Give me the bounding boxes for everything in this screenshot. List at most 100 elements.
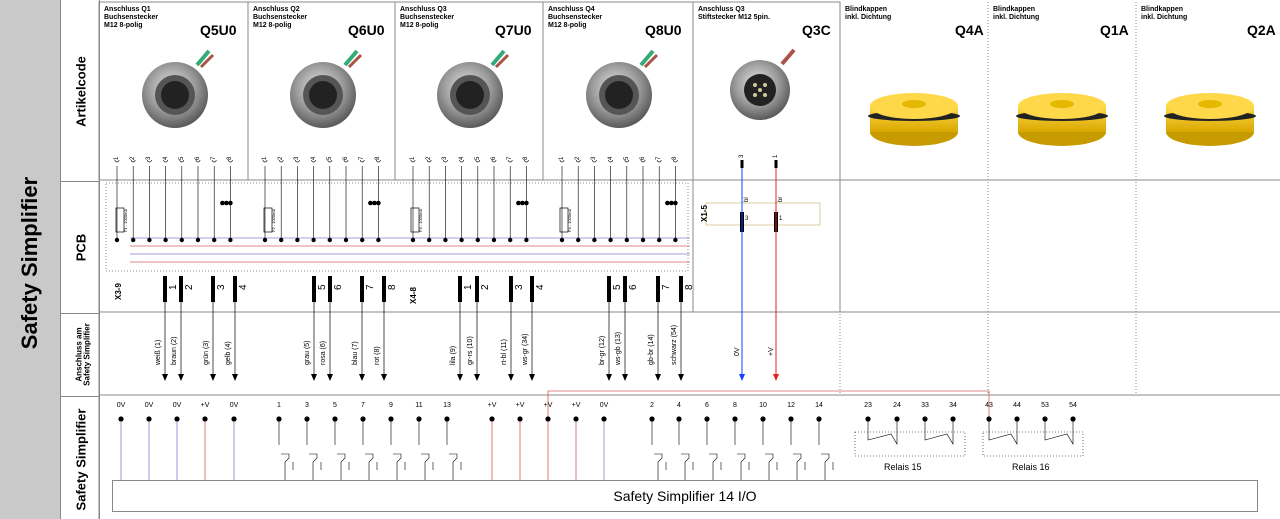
pcb-node <box>179 237 184 243</box>
pin-contact <box>491 159 497 163</box>
terminal-post <box>211 276 215 302</box>
terminal-post <box>458 276 462 302</box>
wire-arrow <box>655 374 661 381</box>
ss-terminal-label: 53 <box>1041 402 1049 409</box>
terminal-label: 2 <box>480 284 491 290</box>
pin-contact <box>343 159 349 163</box>
ss-terminal-label: 14 <box>815 402 823 409</box>
plug-q3c <box>730 48 796 120</box>
relay-15-box <box>854 431 966 457</box>
ss-terminal-label: 4 <box>677 402 681 409</box>
ss-terminal-dot <box>416 416 422 422</box>
terminal-label: 3 <box>514 284 525 290</box>
fuse-symbol <box>410 207 420 233</box>
pcb-node <box>279 237 284 243</box>
wire-color-label: grau (5) <box>304 340 311 365</box>
pcb-node <box>410 237 416 243</box>
pin-label: 8 <box>672 156 679 160</box>
pin-contact <box>459 159 464 163</box>
ss-terminal-label: 11 <box>415 402 423 409</box>
pin-label: 5 <box>623 156 630 160</box>
relay-contact <box>924 421 954 446</box>
fuse-label: F3 - 1000mA <box>418 209 423 232</box>
terminal-label: 7 <box>365 284 376 290</box>
ss-terminal-label: 54 <box>1069 402 1077 409</box>
pin-contact <box>163 159 168 163</box>
wire-arrow <box>508 374 514 381</box>
pcb-node <box>114 237 120 243</box>
connector-code-5: Q4A <box>955 22 984 38</box>
pin-label: 1 <box>410 156 416 160</box>
connector-3-line2: Buchsenstecker <box>548 14 603 21</box>
pin-contact <box>130 159 136 163</box>
pin-label: 7 <box>359 156 366 160</box>
pcb-node <box>592 237 597 243</box>
ss-terminal-dot <box>1042 416 1048 422</box>
ss-terminal-dot <box>788 416 794 422</box>
ss-terminal-label: 10 <box>759 402 767 409</box>
relay-contact <box>1044 421 1074 446</box>
ss-terminal-dot <box>388 416 394 422</box>
pcb-node <box>262 237 268 243</box>
wire-arrow <box>311 374 317 381</box>
terminal-post <box>360 276 364 302</box>
pin-label: 5 <box>474 156 481 160</box>
fuse-symbol <box>263 207 273 233</box>
wire-color-label: braun (2) <box>171 336 178 365</box>
pcb-node <box>212 237 217 243</box>
input-transistor <box>421 453 430 480</box>
pin-label: 4 <box>607 156 614 160</box>
ss-terminal-label: 33 <box>921 402 929 409</box>
connector-1-line1: Anschluss Q2 <box>253 6 300 13</box>
pin-label: 5 <box>326 156 333 160</box>
pcb-node <box>475 237 480 243</box>
pin-label: 2 <box>130 156 137 160</box>
connector-code-3: Q8U0 <box>645 22 682 38</box>
q3c-pin <box>740 160 744 168</box>
ss-terminal-label: 0V <box>229 402 239 409</box>
ss-terminal-dot <box>865 416 871 422</box>
switch-dot <box>368 200 373 206</box>
ss-terminal-dot <box>517 416 523 422</box>
ss-terminal-dot <box>118 416 124 422</box>
pcb-node <box>376 237 381 243</box>
terminal-post <box>328 276 332 302</box>
pcb-node <box>295 237 300 243</box>
input-transistor <box>737 453 746 480</box>
connector-2-line1: Anschluss Q3 <box>400 6 447 13</box>
wire-arrow <box>210 374 216 381</box>
input-transistor <box>281 453 290 480</box>
input-transistor <box>365 453 374 480</box>
ss-terminal-dot <box>760 416 766 422</box>
pin-contact <box>295 159 300 163</box>
ss-terminal-label: 8 <box>733 402 737 409</box>
wire-arrow <box>474 374 480 381</box>
q3c-pin-label: 3 <box>739 154 745 158</box>
terminal-block-x3: X3-9 <box>114 283 123 300</box>
wire-color-label: gelb (4) <box>225 341 232 365</box>
wire-arrow <box>606 374 612 381</box>
ss-terminal-label: +V <box>515 402 525 409</box>
connector-2-line3: M12 8-polig <box>400 22 439 29</box>
pin-contact <box>475 159 481 163</box>
wire-arrow <box>678 374 684 381</box>
input-transistor <box>337 453 346 480</box>
pin-contact <box>575 159 581 163</box>
input-transistor <box>393 453 402 480</box>
pcb-node <box>327 237 332 243</box>
terminal-label: 6 <box>628 284 639 290</box>
pcb-node <box>608 237 613 243</box>
socket-q7u0 <box>437 49 510 128</box>
ss-terminal-label: 3 <box>305 402 309 409</box>
pcb-node <box>195 237 201 243</box>
ss-terminal-label: 43 <box>985 402 993 409</box>
ss-terminal-label: 0V <box>599 402 609 409</box>
pin-contact <box>592 159 597 163</box>
connector-code-7: Q2A <box>1247 22 1276 38</box>
connector-0-line2: Buchsenstecker <box>104 14 159 21</box>
bridge-wire <box>547 390 990 418</box>
pin-label: 6 <box>491 156 497 160</box>
terminal-post <box>509 276 513 302</box>
